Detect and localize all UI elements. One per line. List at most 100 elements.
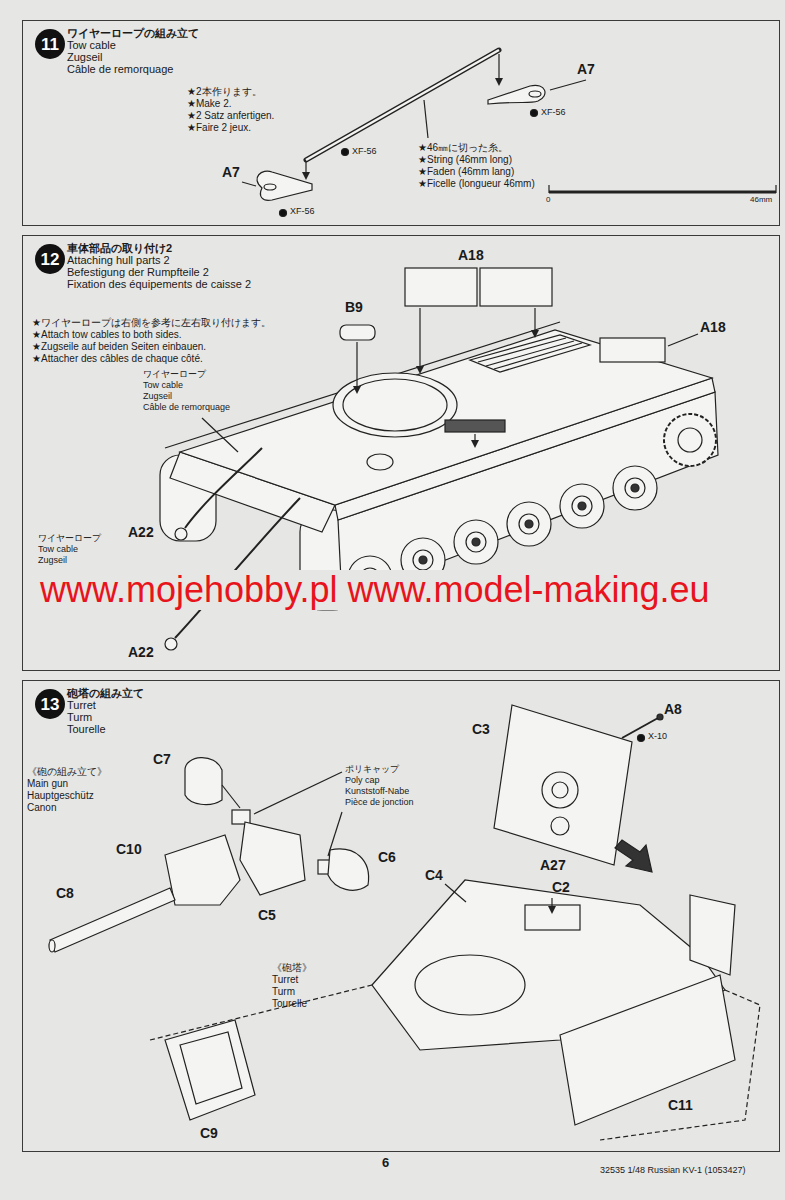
step-number-circle: 12 [35, 244, 65, 274]
hull-drawing-part [519, 514, 539, 534]
hull-drawing-part [466, 532, 486, 552]
turret-drawing-part [415, 955, 525, 1015]
note-text: ★Attach tow cables to both sides. [32, 329, 182, 340]
note-text: XF-56 [290, 207, 315, 217]
turret-drawing-part [638, 735, 645, 742]
hull-drawing-part [343, 379, 447, 431]
step-number: 12 [41, 251, 60, 268]
turret-drawing-part [542, 772, 578, 808]
turret-drawing-part [551, 817, 569, 835]
note-text: Poly cap [345, 776, 380, 786]
hull-drawing-part [478, 338, 566, 362]
step-heading: Fixation des équipements de caisse 2 [67, 278, 251, 290]
note-text: Turm [272, 986, 295, 997]
note-text: Pièce de jonction [345, 798, 414, 808]
step-number: 11 [41, 36, 59, 53]
turret-drawing-part [690, 895, 735, 975]
hull-drawing-part [175, 528, 187, 540]
hull-drawing-part [572, 496, 592, 516]
tow-cable-drawing-part [424, 100, 428, 138]
hull-drawing-part [419, 556, 427, 564]
tow-cable-drawing-part [488, 85, 545, 104]
note-text: Câble de remorquage [143, 403, 230, 413]
note-text: ★Faire 2 jeux. [187, 122, 251, 133]
tow-cable-drawing-part [305, 162, 306, 178]
tow-cable-drawing-part [549, 191, 776, 194]
turret-drawing-part [445, 884, 466, 902]
tow-cable-drawing-part [264, 184, 276, 190]
step-heading: Tow cable [67, 39, 116, 51]
tow-cable-drawing-part [550, 80, 586, 90]
note-text: Tow cable [38, 545, 78, 555]
hull-drawing-part [474, 434, 475, 446]
note-text: Main gun [27, 778, 68, 789]
tow-cable-drawing-part [529, 91, 541, 97]
step-panel: ワイヤーロープの組み立てTow cableZugseilCâble de rem… [22, 20, 780, 226]
note-text: ★2 Satz anfertigen. [187, 110, 274, 121]
step-number: 13 [41, 696, 60, 713]
part-number: A7 [222, 165, 240, 180]
note-text: ★Zugseile auf beiden Seiten einbauen. [32, 341, 206, 352]
part-number: C7 [153, 752, 171, 767]
part-number: C10 [116, 842, 142, 857]
part-number: A27 [540, 858, 566, 873]
part-number: A18 [458, 248, 484, 263]
watermark: www.mojehobby.pl www.model-making.eu [40, 570, 710, 610]
step-panel: 砲塔の組み立てTurretTurmTourelle13 [22, 680, 780, 1152]
step-heading: Attaching hull parts 2 [67, 254, 170, 266]
step-number-circle: 11 [35, 29, 65, 59]
part-number: C3 [472, 722, 490, 737]
note-text: Kunststoff-Nabe [345, 787, 409, 797]
turret-drawing-part [551, 898, 552, 912]
turret-drawing-part [552, 782, 568, 798]
note-text: XF-56 [541, 108, 566, 118]
note-text: ★Attacher des câbles de chaque côté. [32, 353, 203, 364]
turret-drawing-part [222, 785, 240, 808]
note-text: ワイヤーロープ [143, 370, 206, 380]
note-text: Canon [27, 802, 56, 813]
turret-drawing-part [254, 772, 342, 814]
note-text: ★Faden (46mm lang) [418, 166, 514, 177]
hull-drawing-part [480, 268, 552, 306]
note-text: Tourelle [272, 998, 307, 1009]
turret-drawing-part [165, 835, 240, 905]
note-text: Zugseil [143, 392, 172, 402]
turret-drawing-part [165, 1020, 255, 1120]
turret-drawing-part [185, 758, 222, 805]
part-number: A7 [577, 62, 595, 77]
turret-drawing-part [49, 940, 55, 952]
part-number: A18 [700, 320, 726, 335]
part-number: C9 [200, 1126, 218, 1141]
step-number-circle: 13 [35, 689, 65, 719]
turret-drawing-part [615, 840, 652, 872]
turret-drawing-part [232, 810, 250, 824]
tow-cable-drawing-part [531, 110, 538, 117]
step-heading: Turret [67, 699, 96, 711]
part-number: A8 [664, 702, 682, 717]
hull-drawing-part [356, 342, 357, 392]
note-text: XF-56 [352, 147, 377, 157]
note-text: 46mm [750, 196, 772, 205]
part-number: C5 [258, 908, 276, 923]
turret-drawing-part [494, 705, 632, 865]
part-number: C11 [668, 1098, 693, 1113]
note-text: Zugseil [38, 556, 67, 566]
part-number: B9 [345, 300, 363, 315]
hull-drawing-part [413, 550, 433, 570]
note-text: Tow cable [143, 381, 183, 391]
hull-drawing-part [333, 373, 457, 437]
hull-drawing-part [578, 502, 586, 510]
hull-drawing-part [405, 268, 477, 306]
hull-drawing-part [470, 335, 590, 372]
hull-drawing-part [600, 338, 665, 362]
hull-drawing-part [340, 325, 375, 340]
tow-cable-drawing-part [242, 182, 256, 186]
hull-drawing-part [494, 343, 582, 369]
turret-drawing-part [560, 975, 735, 1125]
hull-drawing-part [668, 334, 698, 346]
hull-drawing-part [472, 538, 480, 546]
turret-drawing [49, 705, 760, 1140]
turret-drawing-part [328, 849, 369, 890]
turret-drawing-part [657, 714, 663, 720]
